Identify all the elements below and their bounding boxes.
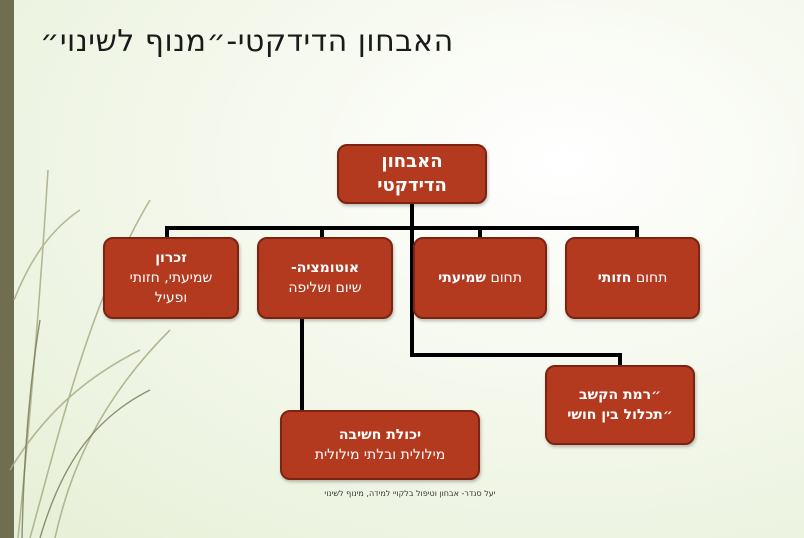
- node-bold: שמיעתי: [438, 270, 486, 286]
- node-line: ופעיל: [154, 290, 188, 306]
- node-bold: חזותי: [597, 270, 632, 286]
- node-line: שמיעתי, חזותי: [129, 270, 213, 286]
- node-line: שיום ושליפה: [288, 280, 362, 296]
- node-didactic-diagnosis: האבחון הדידקטי: [337, 144, 487, 204]
- node-title: יכולת חשיבה: [338, 427, 422, 443]
- slide-footnote: יעל סנדר- אבחון וטיפול בלקויי למידה, מינ…: [324, 489, 496, 498]
- node-attention: ״רמת הקשב ״תכלול בין חושי: [545, 365, 695, 445]
- node-title: זכרון: [155, 250, 187, 266]
- slide-side-bar: [0, 0, 14, 538]
- node-prefix: תחום: [486, 270, 522, 286]
- node-line: האבחון: [381, 151, 443, 172]
- node-line: תחום חזותי: [598, 268, 668, 288]
- node-prefix: תחום: [631, 270, 668, 286]
- node-thinking: יכולת חשיבה מילולית ובלתי מילולית: [280, 410, 480, 480]
- node-title: אוטומציה-: [290, 260, 360, 276]
- node-line: הדידקטי: [377, 175, 447, 196]
- node-memory: זכרון שמיעתי, חזותי ופעיל: [103, 237, 239, 319]
- node-line: תחום שמיעתי: [438, 268, 522, 288]
- node-automation: אוטומציה- שיום ושליפה: [257, 237, 393, 319]
- slide-title: האבחון הדידקטי-״מנוף לשינוי״: [40, 24, 454, 59]
- node-line: ״רמת הקשב: [578, 387, 662, 403]
- node-line: מילולית ובלתי מילולית: [314, 447, 446, 463]
- node-auditory: תחום שמיעתי: [413, 237, 547, 319]
- node-visual: תחום חזותי: [565, 237, 700, 319]
- node-line: ״תכלול בין חושי: [567, 407, 673, 423]
